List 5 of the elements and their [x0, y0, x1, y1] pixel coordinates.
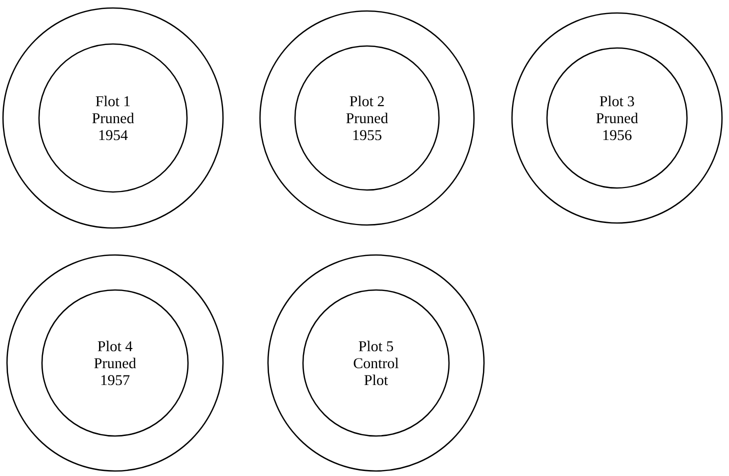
ring-circle [259, 10, 475, 226]
ring-circle [6, 254, 224, 472]
ring-circle [267, 254, 485, 472]
ring-circle [511, 12, 723, 224]
ring-circle [2, 7, 224, 229]
